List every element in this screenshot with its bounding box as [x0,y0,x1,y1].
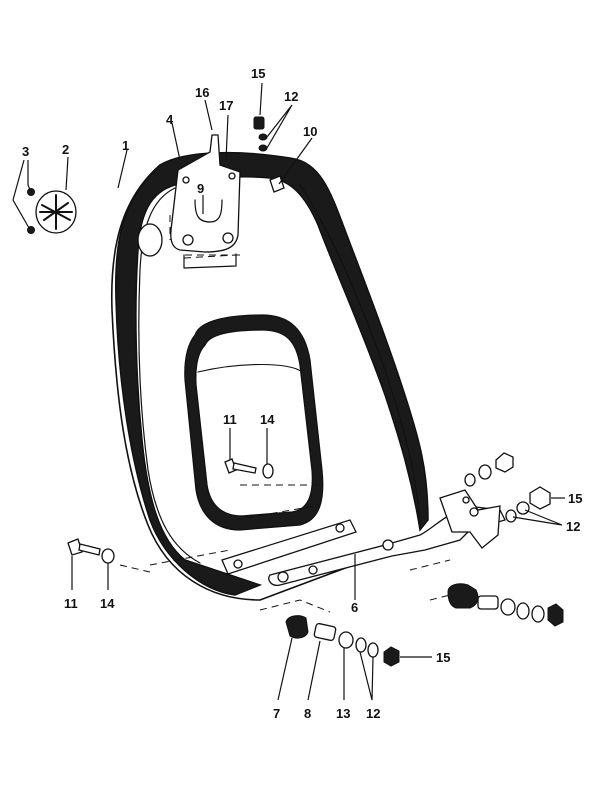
callout-2: 2 [62,142,69,157]
callout-17: 17 [219,98,233,113]
callout-16: 16 [195,85,209,100]
callout-12-right: 12 [566,519,580,534]
support-bar [221,504,506,586]
callout-4: 4 [166,112,174,127]
callout-6: 6 [351,600,358,615]
dashed-guide-lines [119,215,471,613]
badge-emblem [35,190,77,234]
top-mounting-bracket [170,134,241,269]
outer-bolt-washer [67,538,115,564]
callout-8: 8 [304,706,311,721]
callout-12-top: 12 [284,89,298,104]
callout-labels: 1 2 3 4 16 17 9 15 12 10 11 14 11 14 6 7… [22,66,582,721]
callout-12-bottom: 12 [366,706,380,721]
callout-7: 7 [273,706,280,721]
rim-fixing [269,175,285,193]
right-bracket-plate [439,489,501,549]
callout-1: 1 [122,138,129,153]
right-lower-hardware [447,583,564,627]
callout-10: 10 [303,124,317,139]
callout-15-right: 15 [568,491,582,506]
callout-14-outer: 14 [100,596,115,611]
callout-11-inner: 11 [223,412,237,427]
callout-11-outer: 11 [64,596,78,611]
mounting-disc [137,223,163,257]
floor-opening [184,314,324,531]
callout-14-inner: 14 [260,412,275,427]
callout-13: 13 [336,706,350,721]
top-nut-washers [253,116,268,152]
callout-15-top: 15 [251,66,265,81]
bottom-hardware [285,615,400,667]
callout-15-bottom: 15 [436,650,450,665]
callout-3: 3 [22,144,29,159]
leader-lines [12,82,565,701]
callout-9: 9 [197,181,204,196]
